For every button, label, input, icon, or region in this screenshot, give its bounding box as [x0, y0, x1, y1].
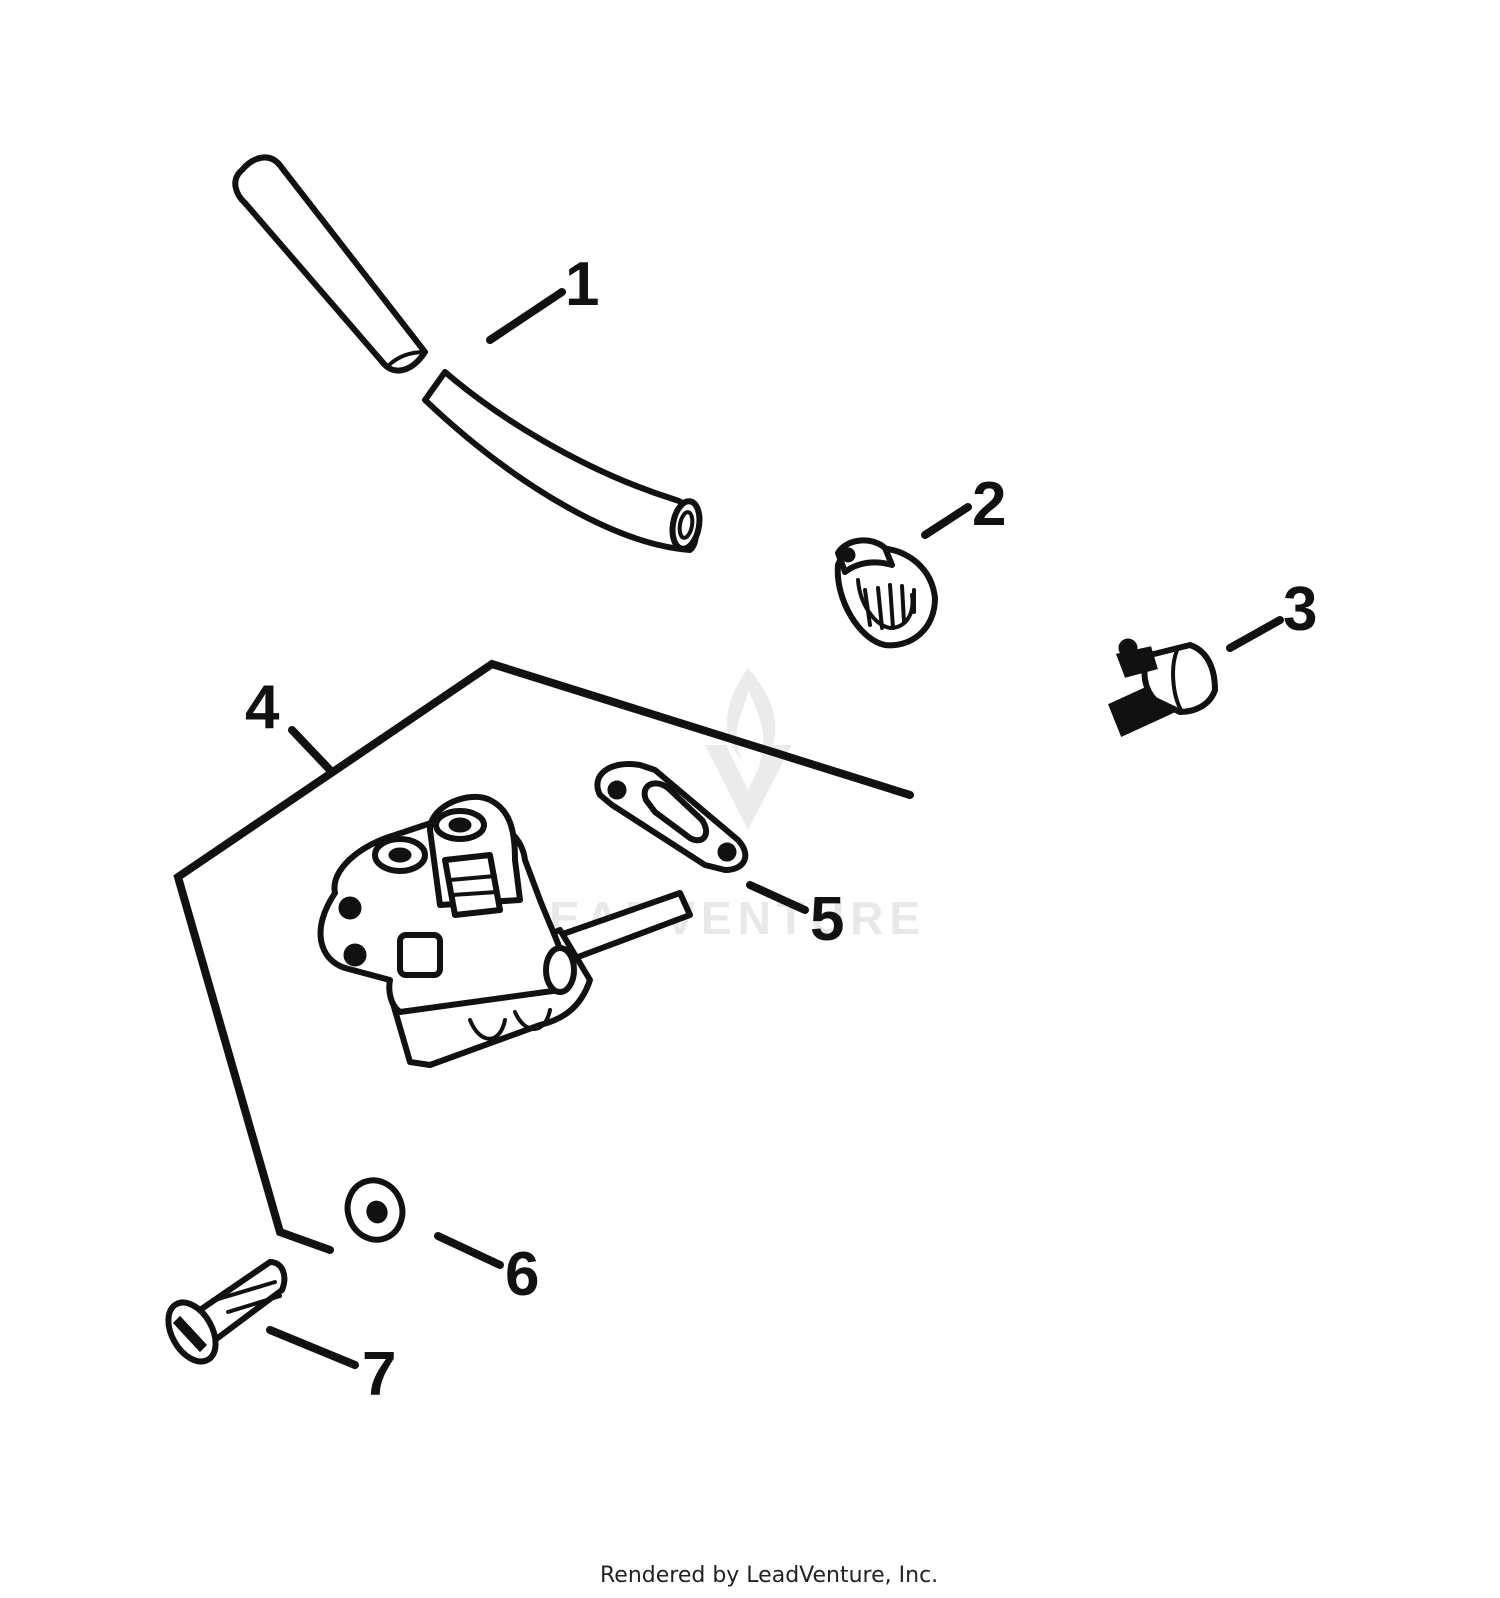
leader-7	[266, 1326, 359, 1369]
footer-credit: Rendered by LeadVenture, Inc.	[600, 1563, 938, 1588]
callout-5: 5	[810, 885, 844, 954]
hose-clamp-part	[834, 537, 938, 649]
callout-7: 7	[362, 1340, 396, 1409]
elbow-fitting-part	[1108, 638, 1218, 738]
leader-4	[288, 726, 334, 774]
callout-4: 4	[245, 673, 280, 742]
watermark-flame-icon	[705, 668, 792, 830]
leader-1	[486, 288, 566, 344]
callout-2: 2	[972, 470, 1006, 539]
leader-6	[434, 1232, 504, 1269]
watermark: LEADVENTURE	[515, 668, 920, 944]
fuel-hose-part	[232, 154, 703, 553]
callout-6: 6	[505, 1240, 539, 1309]
screw-part	[165, 1259, 288, 1365]
assembly-bracket	[173, 659, 914, 1254]
lock-washer-part	[344, 1177, 406, 1243]
fuel-pump-part	[317, 793, 693, 1068]
callout-labels: 1 2 3 4 5 6 7	[245, 250, 1317, 1409]
leader-5	[746, 881, 809, 914]
leader-3	[1226, 616, 1284, 652]
leader-2	[921, 503, 972, 539]
callout-3: 3	[1283, 575, 1317, 644]
gasket-part	[594, 761, 749, 873]
callout-1: 1	[565, 250, 599, 319]
callout-leaders	[266, 288, 1284, 1369]
